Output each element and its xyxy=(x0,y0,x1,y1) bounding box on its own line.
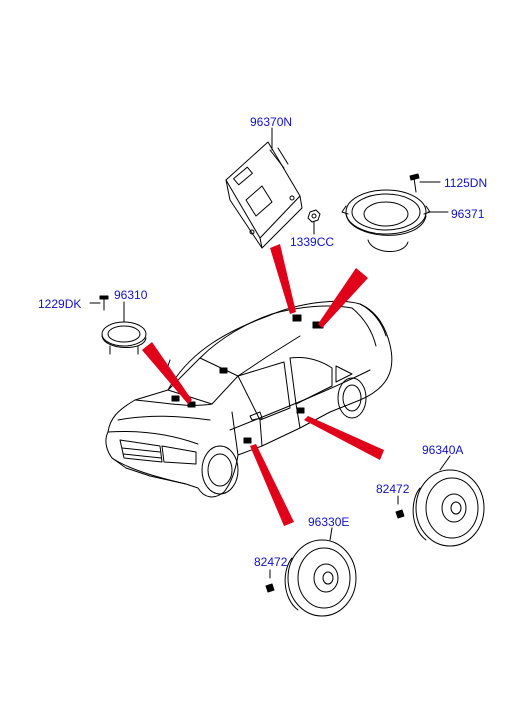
label-amp: 96370N xyxy=(250,115,293,129)
arrow-front-door xyxy=(250,444,294,526)
tweeter-part xyxy=(89,295,147,355)
label-tweeter: 96310 xyxy=(114,288,148,302)
label-screw-rear: 1125DN xyxy=(444,176,488,190)
arrow-amp xyxy=(270,244,296,314)
rear-door-speaker-part xyxy=(395,455,485,547)
amplifier-unit xyxy=(225,127,303,249)
label-clip-rear: 82472 xyxy=(376,482,410,496)
rear-speaker-part xyxy=(341,173,449,252)
label-screw-tweeter: 1229DK xyxy=(38,297,82,311)
car-illustration xyxy=(105,300,393,498)
arrow-rear-speaker xyxy=(318,268,368,328)
arrow-rear-door xyxy=(304,416,384,460)
leader-arrows xyxy=(142,244,384,526)
label-clip-front: 82472 xyxy=(254,555,288,569)
label-rear-speaker: 96371 xyxy=(451,207,485,221)
label-rear-door-speaker: 96340A xyxy=(422,443,464,457)
front-door-speaker-part xyxy=(265,527,357,617)
nut-part xyxy=(307,209,321,235)
label-front-door-speaker: 96330E xyxy=(308,515,350,529)
arrow-tweeter xyxy=(142,342,192,404)
label-nut: 1339CC xyxy=(290,235,335,249)
